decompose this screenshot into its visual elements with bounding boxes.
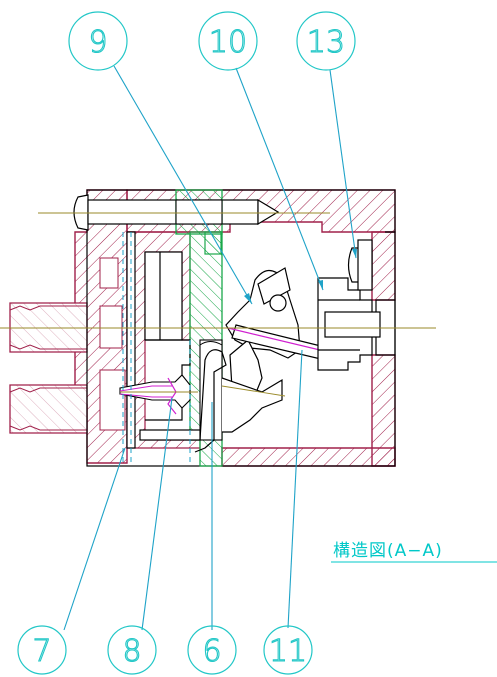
callout-8-label: 8 <box>122 634 141 669</box>
view-title-text: 構造図(A−A) <box>333 541 443 561</box>
hidden-lines <box>122 232 191 466</box>
callout-13: 13 <box>296 11 356 71</box>
callout-10: 10 <box>198 11 258 71</box>
actuator-part-10 <box>317 277 381 371</box>
callout-11-label: 11 <box>269 634 307 669</box>
callout-10-label: 10 <box>209 25 247 60</box>
callout-7: 7 <box>17 625 67 675</box>
callout-6-label: 6 <box>202 634 221 669</box>
callout-13-label: 13 <box>307 25 345 60</box>
center-lines <box>0 212 436 397</box>
callout-7-label: 7 <box>32 634 51 669</box>
view-title: 構造図(A−A) <box>331 541 497 563</box>
leader-lines <box>63 65 357 631</box>
leaf-spring <box>194 349 227 453</box>
leader-arrows <box>244 249 357 304</box>
callout-8: 8 <box>107 625 157 675</box>
callout-9-label: 9 <box>88 25 107 60</box>
callout-9: 9 <box>68 11 128 71</box>
knob-part-13 <box>347 239 373 291</box>
callout-6: 6 <box>187 625 237 675</box>
callout-11: 11 <box>263 625 313 675</box>
